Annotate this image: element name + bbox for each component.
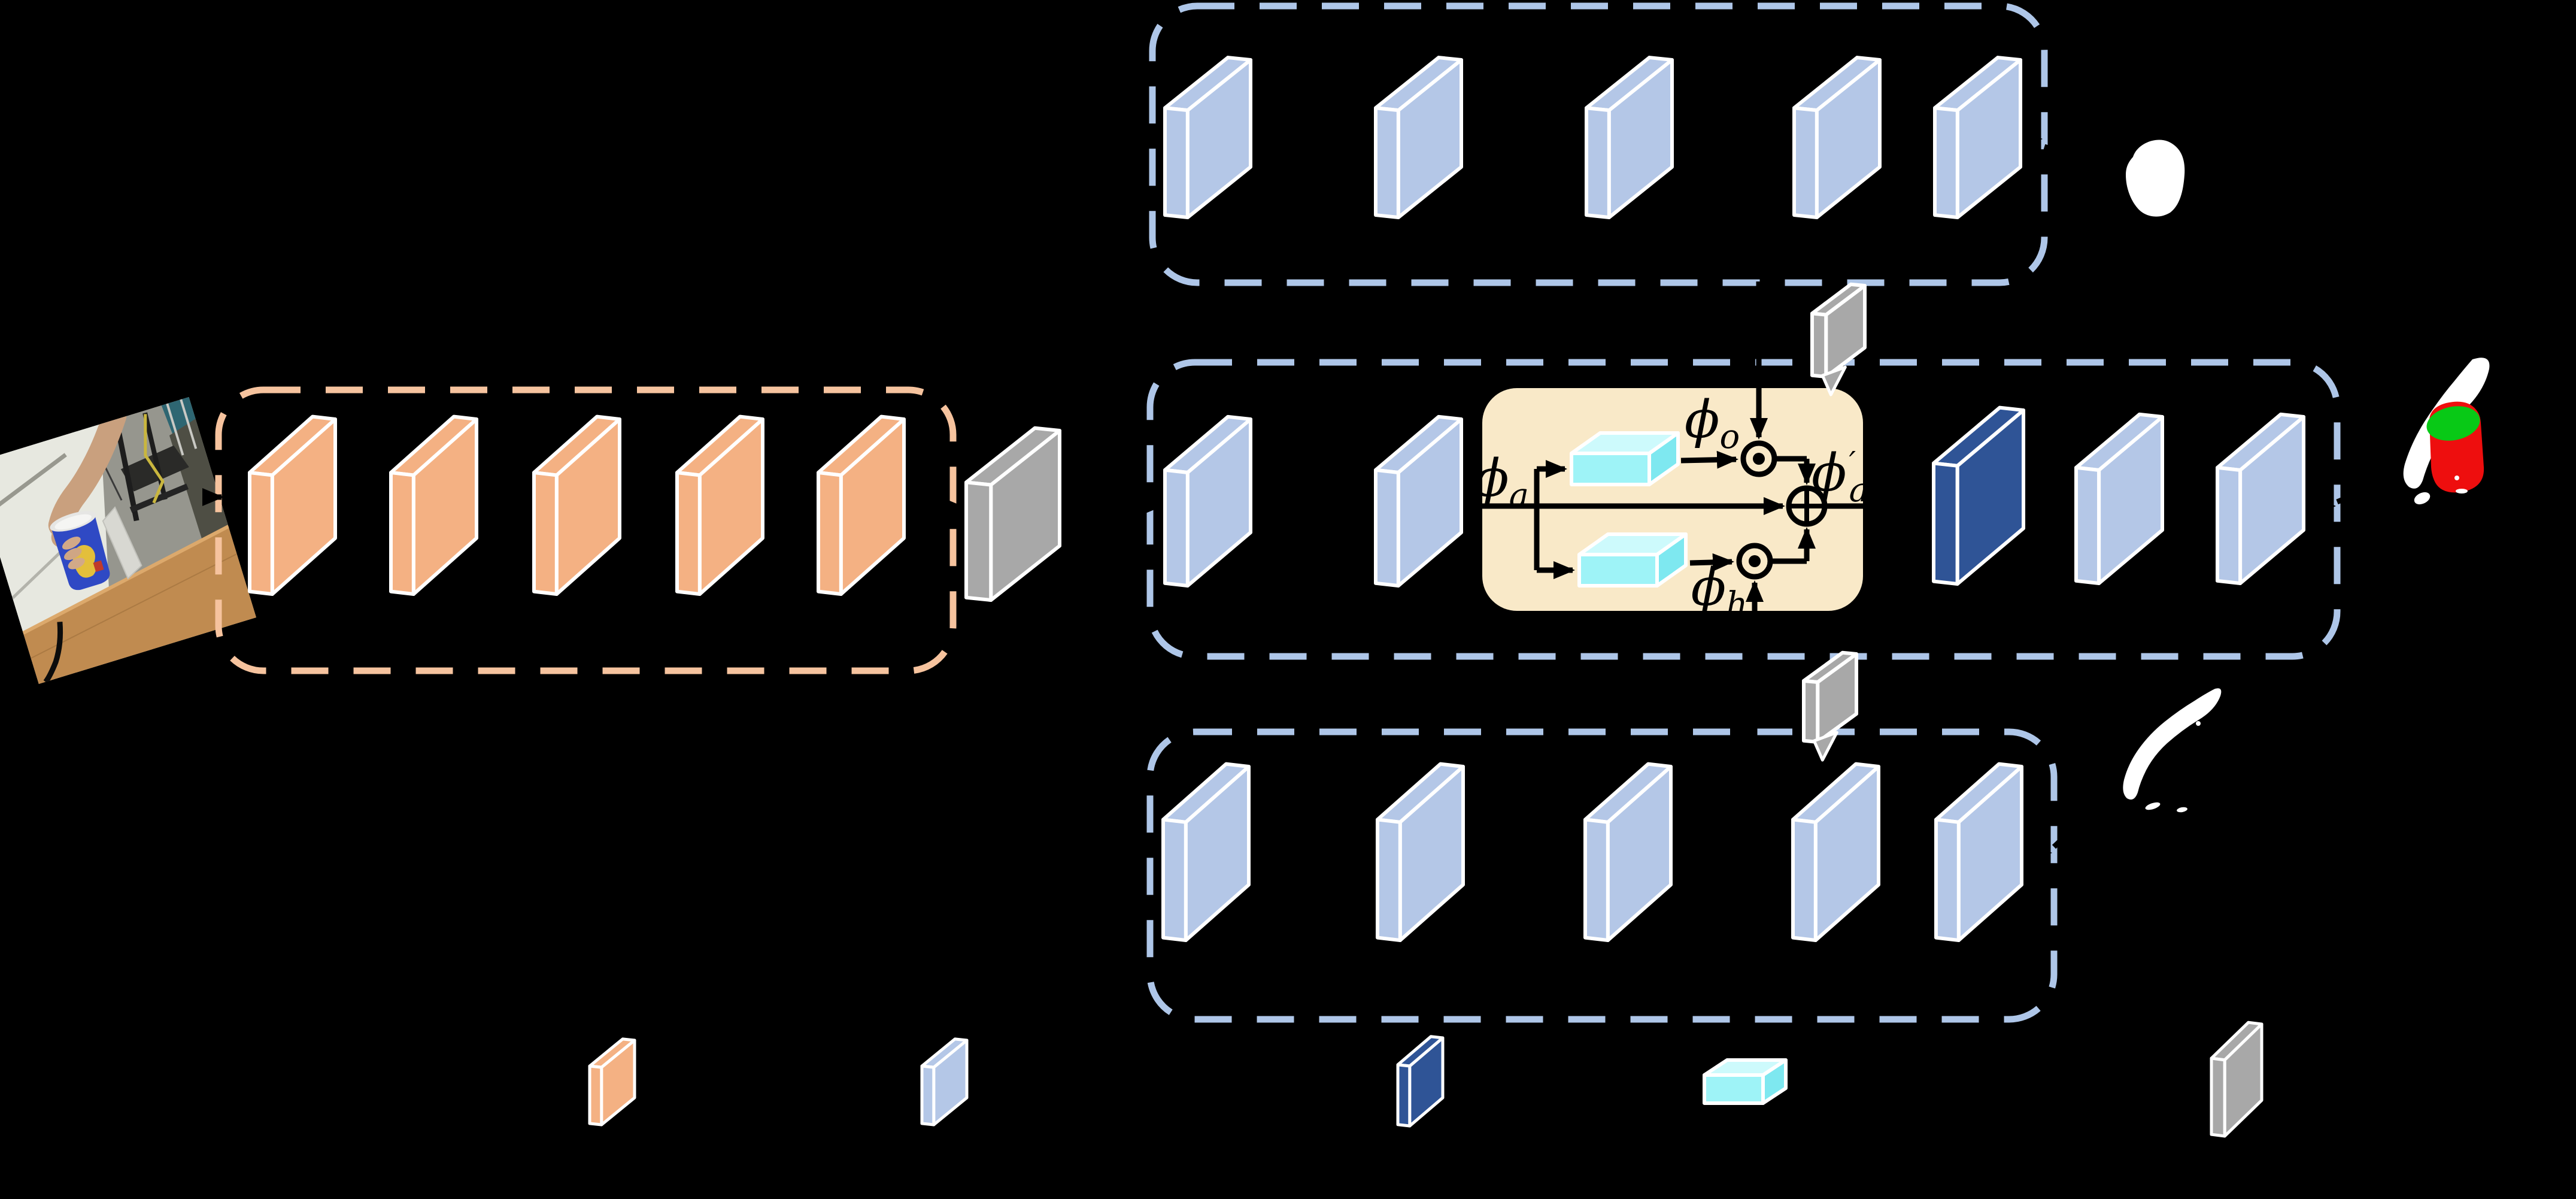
- object-plate-3: [1585, 56, 1674, 219]
- rgb-encoder-box: [215, 386, 957, 674]
- legend-blue-plate: [920, 1037, 969, 1127]
- rgb-output-plate: [964, 426, 1061, 602]
- object-plate-5: [1933, 56, 2022, 219]
- rgb-encoder-blocks: [248, 414, 906, 596]
- hand-plate-3: [1583, 762, 1673, 942]
- legend-gray-plate: [2210, 1021, 2264, 1138]
- rgb-plate-1: [248, 414, 337, 596]
- elementwise-product-hand: [1736, 543, 1773, 580]
- decoder-plate-1: [1163, 414, 1252, 588]
- action-mask-output: [2403, 358, 2490, 505]
- hand-encoder-box: [1146, 728, 2058, 1023]
- attention-cube-hand: [1577, 532, 1688, 588]
- hand-mask-output: [2123, 688, 2222, 813]
- hand-plate-4: [1791, 762, 1880, 942]
- rgb-plate-4: [675, 414, 764, 596]
- object-encoder-box: [1149, 2, 2048, 286]
- label-phi-a-prime: ϕ′a: [1811, 443, 1870, 510]
- rgb-plate-5: [817, 414, 906, 596]
- hand-plate-1: [1161, 762, 1251, 942]
- legend-orange-plate: [588, 1037, 636, 1127]
- decoder-plate-2: [1374, 414, 1463, 588]
- rgb-plate-3: [532, 414, 621, 596]
- connections: [202, 130, 2402, 862]
- decoder-plate-4: [2216, 412, 2305, 585]
- object-plate-1: [1163, 56, 1252, 219]
- label-phi-a: ϕa: [1473, 448, 1530, 516]
- legend-navy-plate: [1396, 1035, 1445, 1128]
- hand-encoder-blocks: [1161, 762, 2023, 942]
- object-encoder-blocks: [1163, 56, 2022, 219]
- decoder-plate-3: [2074, 412, 2164, 585]
- elementwise-sum: [1786, 485, 1828, 527]
- decoder-blocks: [1163, 405, 2305, 588]
- input-photo: [0, 396, 257, 685]
- label-phi-o: ϕo: [1684, 389, 1740, 457]
- hand-plate-2: [1376, 762, 1465, 942]
- decoder-navy-plate: [1932, 405, 2025, 586]
- legend: [588, 1021, 2264, 1138]
- object-plate-4: [1792, 56, 1882, 219]
- hand-plate-5: [1934, 762, 2023, 942]
- legend-cyan-cube: [1703, 1058, 1788, 1105]
- object-plate-2: [1374, 56, 1463, 219]
- decoder-to-hand-slab: [1802, 650, 1858, 762]
- elementwise-product-object: [1740, 440, 1777, 477]
- attention-cube-object: [1570, 431, 1680, 486]
- attention-module: [1482, 388, 1863, 611]
- object-to-decoder-slab: [1810, 282, 1867, 396]
- label-phi-h: ϕh: [1691, 557, 1748, 625]
- object-mask-output: [2126, 140, 2185, 217]
- rgb-plate-2: [389, 414, 478, 596]
